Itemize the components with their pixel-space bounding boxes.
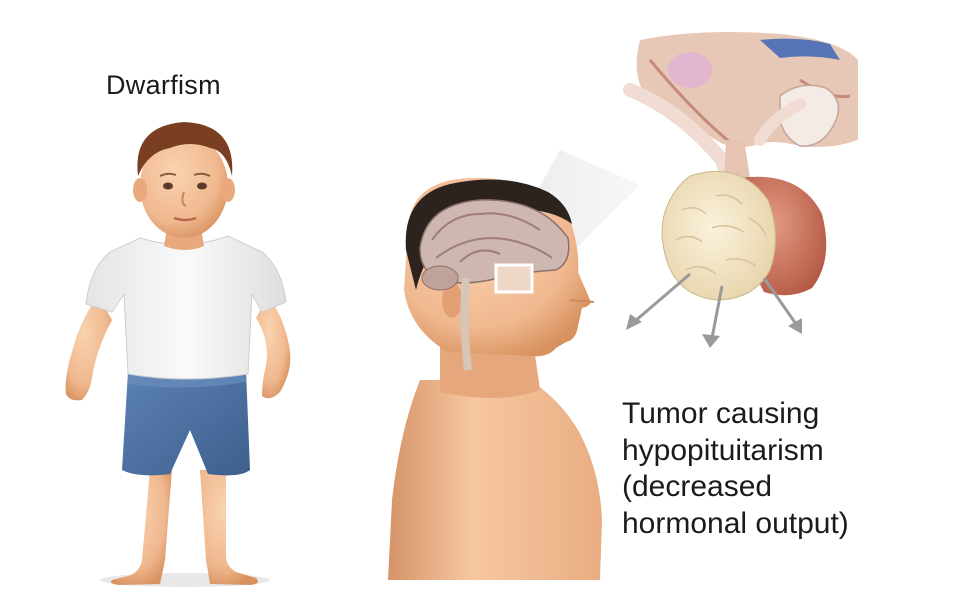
pituitary-inset xyxy=(623,32,858,348)
man-profile xyxy=(388,177,602,580)
condition-label: Dwarfism xyxy=(106,70,221,100)
pituitary-highlight-box xyxy=(494,263,534,294)
tumor-caption: Tumor causing hypopituitarism (decreased… xyxy=(622,396,849,542)
caption-line: (decreased xyxy=(622,470,773,503)
hormone-output-arrows xyxy=(633,272,798,339)
child-figure xyxy=(65,122,291,587)
caption-line: Tumor causing xyxy=(622,397,820,430)
caption-line: hormonal output) xyxy=(622,506,849,540)
caption-line: hypopituitarism xyxy=(622,433,824,467)
